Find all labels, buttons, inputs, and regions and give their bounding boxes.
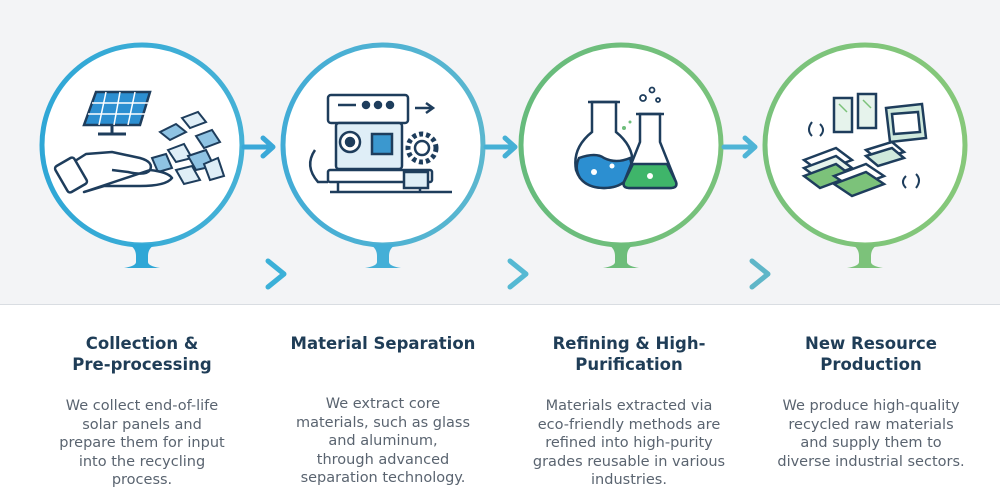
desc-line: recycled raw materials: [788, 416, 954, 433]
title-line: Refining & High-: [552, 334, 706, 353]
solar-panel-hand-icon: [53, 90, 226, 194]
desc-line: Materials extracted via: [545, 398, 713, 414]
step-4-description: We produce high-quality recycled raw mat…: [756, 397, 986, 471]
step-4-node: [762, 42, 968, 268]
step-3-title: Refining & High- Purification: [514, 333, 744, 375]
base-arrow-2: [300, 258, 529, 290]
step-4-text: New Resource Production We produce high-…: [756, 333, 986, 471]
desc-line: and aluminum,: [328, 433, 438, 449]
desc-line: separation technology.: [300, 470, 466, 486]
desc-line: solar panels and: [82, 416, 202, 433]
title-line: Purification: [575, 355, 683, 374]
step-2-text: Material Separation We extract core mate…: [268, 333, 498, 488]
step-1-title: Collection & Pre-processing: [27, 333, 257, 375]
process-diagram: [39, 42, 968, 290]
desc-line: through advanced: [316, 451, 450, 468]
step-1-text: Collection & Pre-processing We collect e…: [27, 333, 257, 490]
desc-line: materials, such as glass: [295, 414, 471, 431]
step-2-title: Material Separation: [268, 333, 498, 354]
separation-machine-icon: [309, 93, 452, 194]
base-arrow-1: [59, 258, 287, 290]
desc-line: We produce high-quality: [782, 398, 960, 414]
step-3-text: Refining & High- Purification Materials …: [514, 333, 744, 490]
title-line: New Resource: [805, 334, 937, 353]
arrow-step2-to-step3: [483, 135, 518, 159]
lab-flasks-icon: [574, 86, 678, 190]
recycled-materials-icon: [801, 92, 928, 198]
desc-line: We extract core: [325, 396, 441, 412]
step-2-node: [280, 42, 486, 268]
title-line: Pre-processing: [72, 355, 212, 374]
desc-line: diverse industrial sectors.: [777, 453, 965, 470]
step-4-title: New Resource Production: [756, 333, 986, 375]
title-line: Production: [820, 355, 922, 374]
title-line: Material Separation: [290, 334, 476, 353]
arrow-step3-to-step4: [721, 135, 758, 159]
desc-line: industries.: [591, 472, 667, 488]
desc-line: grades reusable in various: [532, 453, 726, 470]
desc-line: and supply them to: [800, 435, 942, 451]
desc-line: eco-friendly methods are: [537, 416, 721, 433]
step-1-description: We collect end-of-life solar panels and …: [27, 397, 257, 490]
base-arrow-3: [537, 258, 771, 290]
step-1-node: [39, 42, 245, 268]
section-divider: [0, 304, 1000, 305]
desc-line: process.: [111, 472, 173, 488]
step-2-description: We extract core materials, such as glass…: [268, 395, 498, 488]
step-3-description: Materials extracted via eco-friendly met…: [514, 397, 744, 490]
desc-line: We collect end-of-life: [65, 398, 219, 414]
step-3-node: [518, 42, 724, 268]
title-line: Collection &: [85, 334, 199, 353]
arrow-step1-to-step2: [241, 135, 276, 159]
desc-line: refined into high-purity: [545, 435, 713, 451]
desc-line: prepare them for input: [59, 435, 225, 451]
desc-line: into the recycling: [78, 453, 206, 470]
